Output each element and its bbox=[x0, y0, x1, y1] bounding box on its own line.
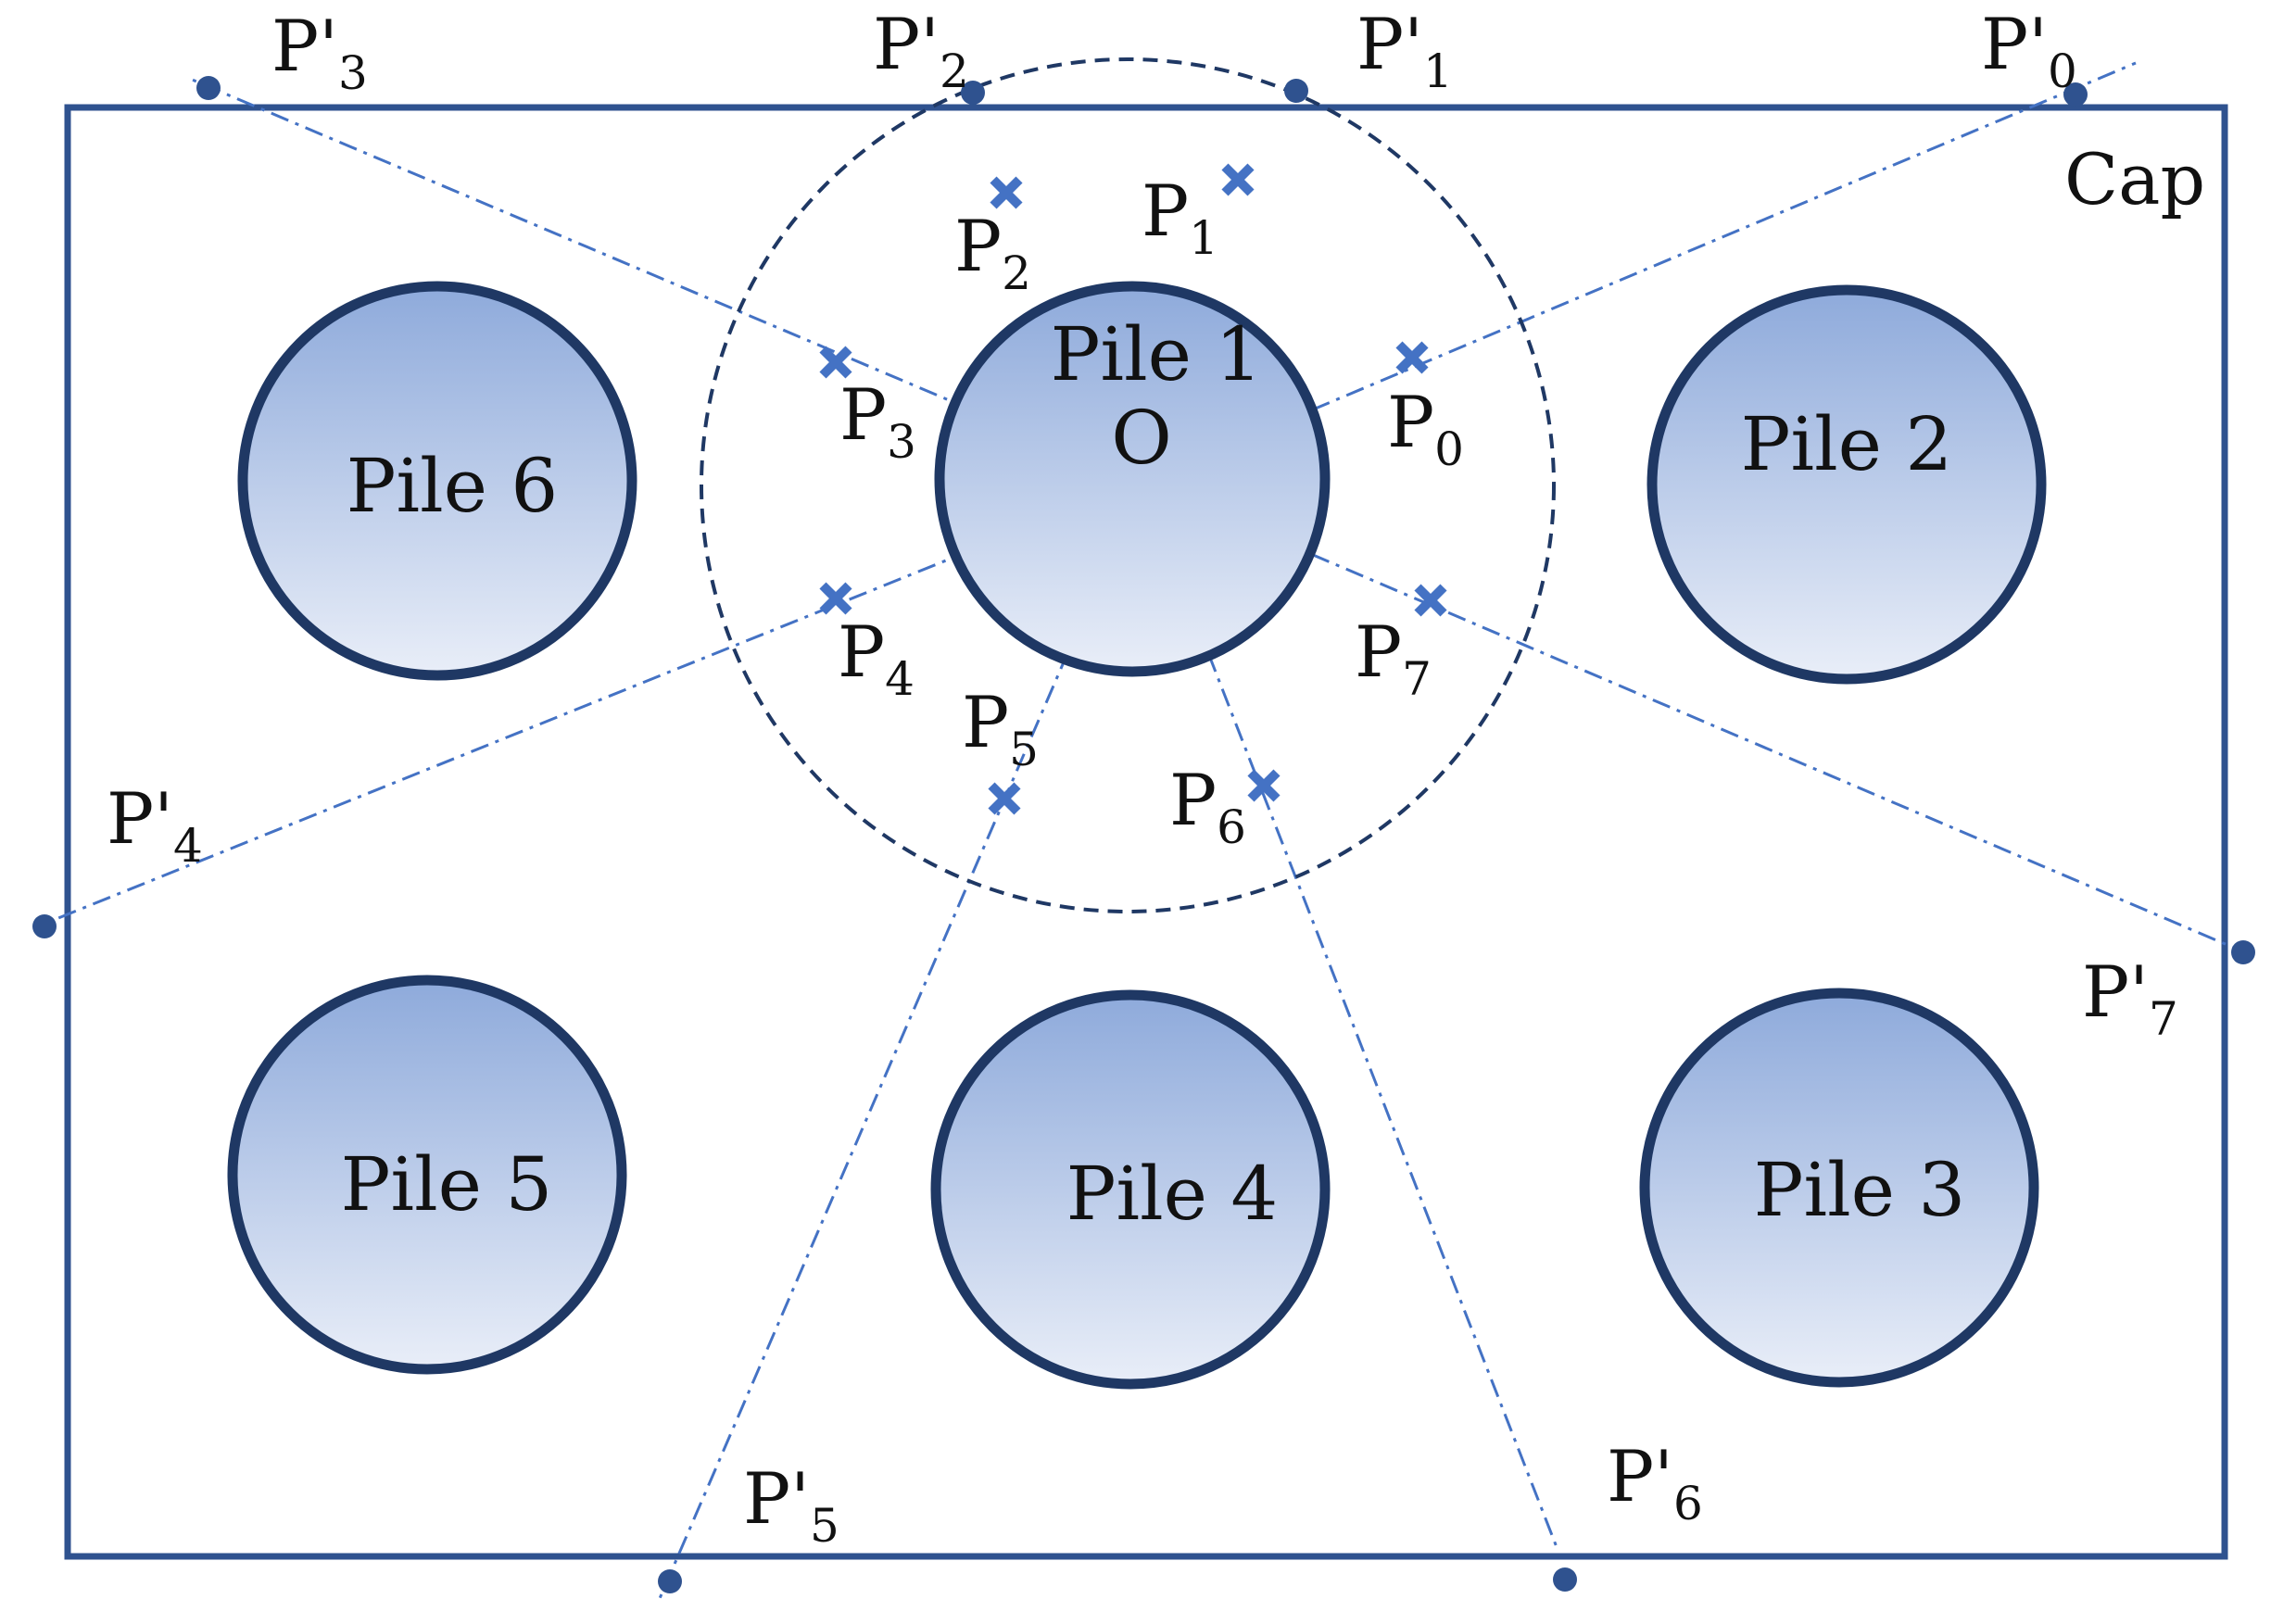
p-prime-7-label: P'7 bbox=[2082, 950, 2178, 1046]
p7-marker bbox=[1414, 584, 1447, 617]
p-prime-1-marker bbox=[1284, 79, 1308, 103]
p-prime-5-label: P'5 bbox=[743, 1457, 839, 1553]
pile-2-circle bbox=[1646, 284, 2047, 685]
p5-marker bbox=[988, 782, 1021, 815]
p0-marker bbox=[1395, 341, 1429, 374]
pile-4: Pile 4 bbox=[930, 989, 1331, 1390]
pile-5: Pile 5 bbox=[227, 975, 627, 1375]
cap-label: Cap bbox=[2064, 138, 2205, 220]
pile-3-circle bbox=[1639, 988, 2039, 1388]
p-prime-6-marker bbox=[1553, 1567, 1577, 1592]
pile-6-label: Pile 6 bbox=[347, 443, 559, 529]
p-prime-0-marker bbox=[2063, 82, 2088, 107]
p7-label: P7 bbox=[1355, 611, 1432, 706]
cap-outline bbox=[64, 104, 2228, 1560]
pile-2-label: Pile 2 bbox=[1741, 401, 1953, 487]
p-prime-4-label: P'4 bbox=[107, 777, 203, 873]
p5-label: P5 bbox=[962, 681, 1039, 776]
center-label: O bbox=[1111, 395, 1172, 481]
pile-6: Pile 6 bbox=[237, 281, 637, 681]
p-prime-4-marker bbox=[32, 914, 57, 938]
pile-3-label: Pile 3 bbox=[1754, 1147, 1966, 1233]
p3-marker bbox=[819, 346, 852, 379]
pile-4-label: Pile 4 bbox=[1066, 1151, 1279, 1237]
pile-1: Pile 1 bbox=[934, 281, 1331, 677]
p-prime-0-label: P'0 bbox=[1981, 3, 2077, 98]
p-prime-3-label: P'3 bbox=[271, 5, 368, 100]
p2-label: P2 bbox=[954, 205, 1031, 300]
outer-markers bbox=[32, 76, 2255, 1593]
p4-label: P4 bbox=[838, 611, 915, 706]
p-prime-2-marker bbox=[961, 81, 985, 105]
pile-3: Pile 3 bbox=[1639, 988, 2039, 1388]
p2-marker bbox=[990, 176, 1023, 209]
radial-line-5 bbox=[656, 481, 1143, 1604]
pile-1-circle bbox=[934, 281, 1331, 677]
pile-1-label: Pile 1 bbox=[1051, 311, 1263, 397]
pile-5-circle bbox=[227, 975, 627, 1375]
p-prime-7-marker bbox=[2231, 940, 2255, 964]
pile-4-circle bbox=[930, 989, 1331, 1390]
p-prime-2-label: P'2 bbox=[873, 3, 969, 98]
p-prime-6-label: P'6 bbox=[1607, 1435, 1703, 1530]
radial-line-0 bbox=[1141, 61, 2137, 484]
p4-marker bbox=[819, 582, 852, 615]
p3-label: P3 bbox=[839, 373, 916, 469]
pile-2: Pile 2 bbox=[1646, 284, 2047, 685]
pile-5-label: Pile 5 bbox=[341, 1141, 553, 1227]
radial-line-3 bbox=[189, 77, 1142, 484]
p6-label: P6 bbox=[1169, 759, 1246, 854]
pile-6-circle bbox=[237, 281, 637, 681]
inner-markers bbox=[819, 163, 1447, 815]
p1-marker bbox=[1221, 163, 1255, 196]
p6-marker bbox=[1247, 769, 1281, 802]
p-prime-3-marker bbox=[196, 76, 221, 100]
influence-circle bbox=[700, 57, 1556, 913]
p0-label: P0 bbox=[1387, 381, 1464, 476]
radial-line-7 bbox=[1141, 480, 2241, 952]
p-prime-1-label: P'1 bbox=[1356, 3, 1453, 98]
p-prime-5-marker bbox=[658, 1569, 682, 1593]
p1-label: P1 bbox=[1142, 170, 1218, 265]
